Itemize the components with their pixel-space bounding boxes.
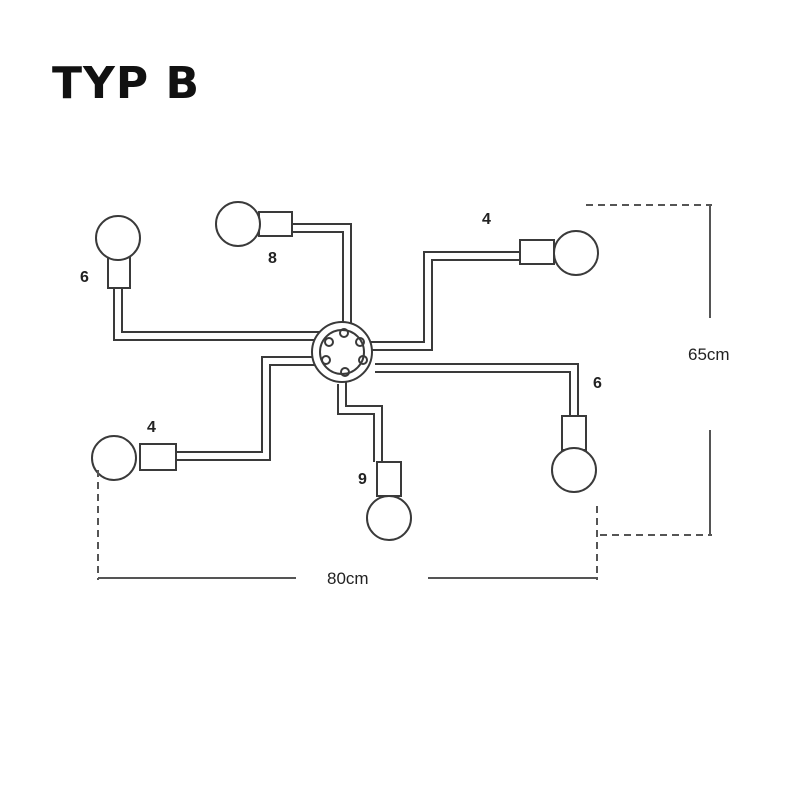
bulb-top-right [553, 230, 599, 276]
width-dimension-line [97, 470, 598, 580]
socket-top-center [258, 211, 293, 237]
arm-top-left-tube [113, 288, 322, 341]
bulb-bottom-left [91, 435, 137, 481]
arm-right-tube [375, 363, 579, 416]
arm-top-right-tube [366, 251, 520, 351]
socket-bottom-left [139, 443, 177, 471]
width-dimension-label: 80cm [327, 569, 369, 588]
bulb-top-center [215, 201, 261, 247]
arm-label-bottom-center: 9 [358, 471, 367, 488]
bulb-right [551, 447, 597, 493]
socket-top-right [519, 239, 555, 265]
bulb-top-left [95, 215, 141, 261]
socket-right [561, 415, 587, 451]
socket-bottom-center [376, 461, 402, 497]
arm-label-top-right: 4 [482, 211, 491, 228]
arm-bottom-center-tube [337, 378, 383, 462]
arm-label-right: 6 [593, 375, 602, 392]
arm-label-top-center: 8 [268, 250, 277, 267]
central-hub [311, 321, 373, 383]
arm-top-center-tube [292, 223, 352, 330]
height-dimension-label: 65cm [688, 345, 730, 364]
arm-label-bottom-left: 4 [147, 419, 156, 436]
arm-bottom-left-tube [176, 356, 322, 461]
arm-label-top-left: 6 [80, 269, 89, 286]
height-dimension-line [586, 204, 712, 580]
page-title: TYP B [52, 58, 200, 109]
bulb-bottom-center [366, 495, 412, 541]
